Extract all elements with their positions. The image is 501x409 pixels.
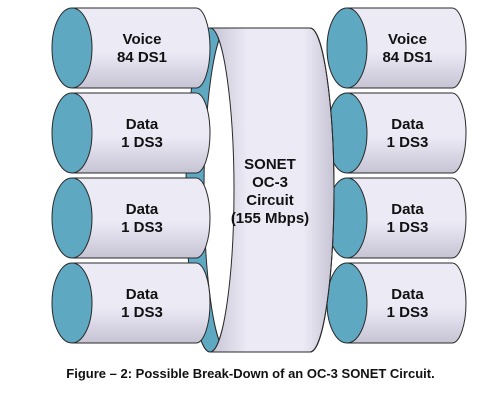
left-channel-name: Data	[126, 286, 159, 303]
right-channel-rate: 84 DS1	[382, 49, 432, 66]
left-channel-name: Data	[126, 116, 159, 133]
left-channel-end-cap	[51, 7, 93, 89]
right-channel-body	[346, 177, 467, 259]
left-channel-rate: 1 DS3	[121, 134, 163, 151]
right-channel-rate: 1 DS3	[387, 304, 429, 321]
left-channel-body	[71, 7, 211, 89]
right-channel-rate: 1 DS3	[387, 134, 429, 151]
circuit-label-line3: Circuit	[246, 192, 294, 209]
right-channel-name: Data	[391, 116, 424, 133]
left-channel-end-cap	[51, 92, 93, 174]
left-channel-rate: 84 DS1	[117, 49, 167, 66]
right-channel-body	[346, 92, 467, 174]
left-channel-body	[71, 92, 211, 174]
circuit-label-line4: (155 Mbps)	[231, 210, 309, 227]
right-channel-end-cap	[326, 262, 368, 344]
left-channel-end-cap	[51, 177, 93, 259]
right-channel-body	[346, 7, 467, 89]
right-channel-end-cap	[326, 7, 368, 89]
figure-caption: Figure – 2: Possible Break-Down of an OC…	[66, 366, 435, 381]
right-channel-body	[346, 262, 467, 344]
right-channel-rate: 1 DS3	[387, 219, 429, 236]
circuit-label-line1: SONET	[244, 156, 296, 173]
circuit-right-end	[309, 27, 335, 353]
right-channel-name: Data	[391, 201, 424, 218]
right-channel-name: Voice	[388, 31, 427, 48]
left-channel-body	[71, 262, 211, 344]
left-channel-name: Data	[126, 201, 159, 218]
left-channel-body	[71, 177, 211, 259]
left-channel-name: Voice	[123, 31, 162, 48]
circuit-label-line2: OC-3	[252, 174, 288, 191]
circuit-label: SONET OC-3 Circuit (155 Mbps)	[231, 156, 309, 227]
left-channel-end-cap	[51, 262, 93, 344]
left-channel-rate: 1 DS3	[121, 219, 163, 236]
right-channel-name: Data	[391, 286, 424, 303]
left-channel-rate: 1 DS3	[121, 304, 163, 321]
